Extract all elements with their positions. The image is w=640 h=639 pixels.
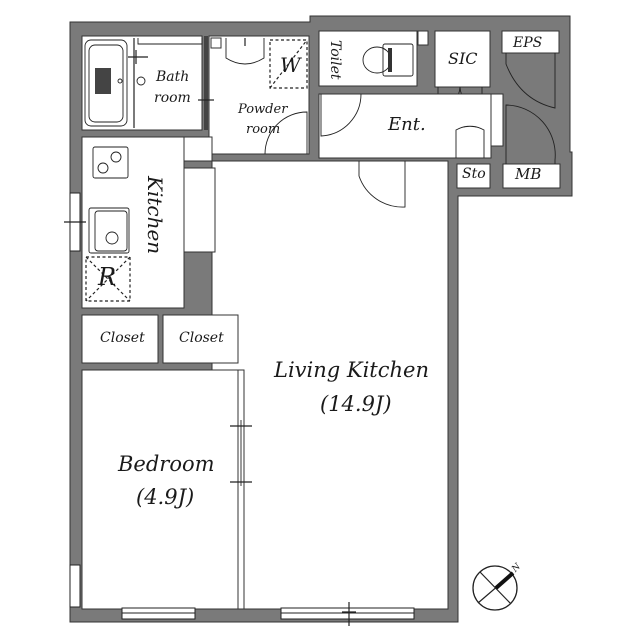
living-kitchen-label: Living Kitchen xyxy=(274,358,429,382)
storage-label: Sto xyxy=(462,166,486,182)
refrigerator-label: R xyxy=(98,263,117,291)
entrance-label: Ent. xyxy=(388,114,426,135)
meter-box-label: MB xyxy=(515,165,542,183)
closet-2-label: Closet xyxy=(179,330,224,346)
powder-label-line2: room xyxy=(246,122,281,137)
room-shapes xyxy=(64,30,561,626)
bedroom-area: (4.9J) xyxy=(136,485,195,509)
kitchen-label: Kitchen xyxy=(143,176,167,255)
bedroom-label: Bedroom xyxy=(118,452,215,476)
washer-label: W xyxy=(280,53,301,77)
toilet-label: Toilet xyxy=(327,40,343,80)
bath-label-line2: room xyxy=(154,90,191,106)
bath-label-line1: Bath xyxy=(156,69,190,85)
closet-1-label: Closet xyxy=(100,330,145,346)
sic-label: SIC xyxy=(448,49,478,68)
compass-icon xyxy=(472,565,518,611)
powder-label-line1: Powder xyxy=(238,102,288,117)
eps-label: EPS xyxy=(513,35,543,51)
living-kitchen-area: (14.9J) xyxy=(320,392,392,416)
